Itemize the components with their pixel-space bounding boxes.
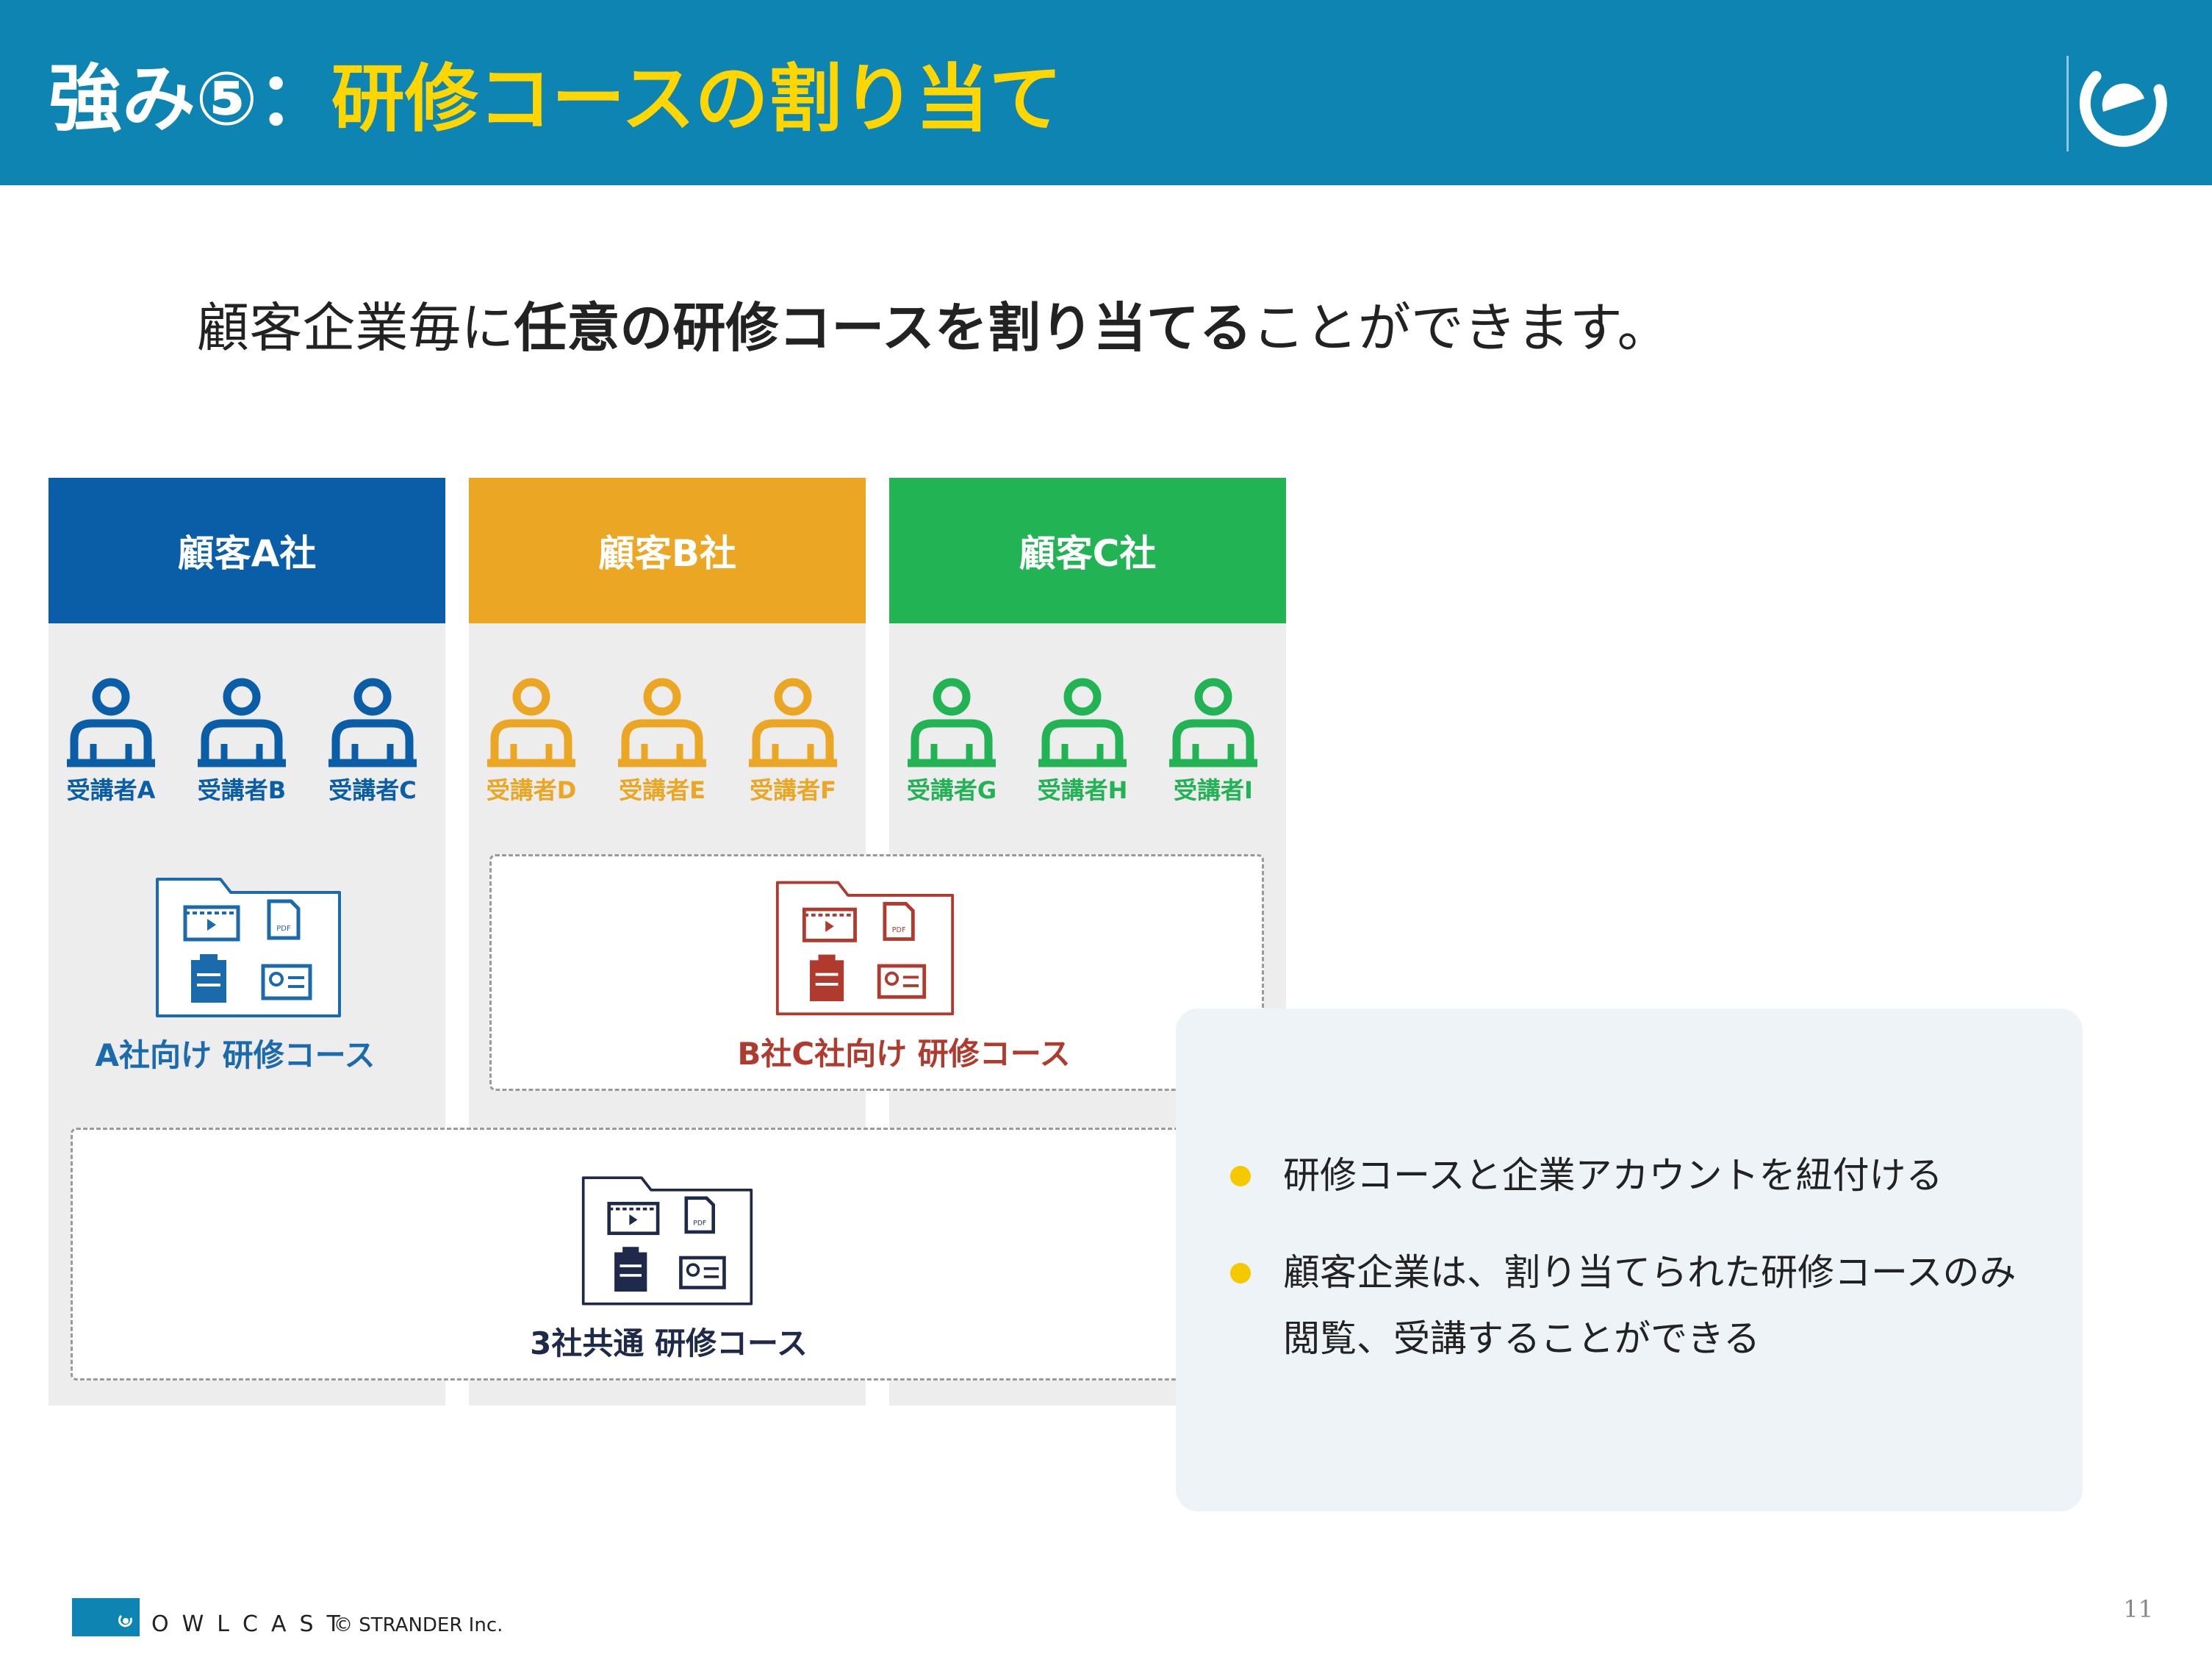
learner-label: 受講者F — [750, 776, 836, 804]
learner-label: 受講者A — [66, 776, 156, 804]
company-header-c: 顧客C社 — [889, 478, 1286, 623]
bullet-dot — [1230, 1263, 1251, 1283]
learner-c: 受講者C — [310, 676, 435, 845]
person-icon — [67, 678, 155, 767]
footer-copyright: © STRANDER Inc. — [334, 1614, 503, 1636]
learner-e: 受講者E — [600, 676, 725, 845]
owl-logo-icon — [2079, 71, 2167, 147]
bullet-dot — [1230, 1166, 1251, 1186]
learner-g: 受講者G — [889, 676, 1014, 845]
subtitle: 顧客企業毎に任意の研修コースを割り当てることができます。 — [0, 291, 1867, 365]
person-icon — [1169, 678, 1257, 767]
course-label-bc: B社C社向け 研修コース — [737, 1036, 1071, 1072]
footer-logo — [72, 1598, 140, 1636]
company-header-b: 顧客B社 — [469, 478, 866, 623]
bullet-text: 顧客企業は、割り当てられた研修コースのみ — [1283, 1251, 2017, 1294]
learner-a: 受講者A — [49, 676, 173, 845]
person-icon — [198, 678, 286, 767]
subtitle-part1: 顧客企業毎に — [196, 297, 514, 359]
course-folder-icon: PDF — [775, 881, 955, 1016]
course-label-all: 3社共通 研修コース — [530, 1325, 808, 1361]
info-panel: 研修コースと企業アカウントを紐付ける 顧客企業は、割り当てられた研修コースのみ … — [1176, 1009, 2083, 1511]
title-prefix: 強み⑤： — [49, 56, 331, 142]
company-header-a: 顧客A社 — [49, 478, 445, 623]
learner-label: 受講者E — [619, 776, 705, 804]
learner-label: 受講者G — [906, 776, 997, 804]
learner-label: 受講者H — [1037, 776, 1128, 804]
learner-label: 受講者B — [197, 776, 287, 804]
person-icon — [1038, 678, 1127, 767]
header-bar: 強み⑤：研修コースの割り当て — [0, 0, 2212, 185]
learner-b: 受講者B — [179, 676, 304, 845]
course-folder-icon: PDF — [581, 1176, 753, 1306]
title-main: 研修コースの割り当て — [331, 56, 1063, 142]
owl-logo-icon — [118, 1614, 132, 1628]
learner-label: 受講者C — [328, 776, 417, 804]
person-icon — [487, 678, 575, 767]
learner-h: 受講者H — [1020, 676, 1145, 845]
bullet-text: 閲覧、受講することができる — [1283, 1317, 1760, 1360]
learner-f: 受講者F — [730, 676, 855, 845]
learner-label: 受講者I — [1174, 776, 1253, 804]
svg-text:PDF: PDF — [276, 925, 291, 933]
footer-brand: OWLCAST — [151, 1611, 353, 1637]
page-title: 強み⑤：研修コースの割り当て — [49, 44, 1063, 154]
course-folder-icon: PDF — [156, 878, 341, 1017]
svg-text:PDF: PDF — [892, 926, 906, 934]
person-icon — [618, 678, 706, 767]
page-number: 11 — [2123, 1595, 2153, 1623]
subtitle-part3: ことができます。 — [1252, 297, 1670, 359]
course-label-a: A社向け 研修コース — [95, 1037, 376, 1073]
person-icon — [328, 678, 417, 767]
learner-d: 受講者D — [469, 676, 594, 845]
learner-label: 受講者D — [486, 776, 577, 804]
subtitle-bold: 任意の研修コースを割り当てる — [514, 297, 1252, 359]
svg-text:PDF: PDF — [693, 1220, 706, 1228]
bullet-text: 研修コースと企業アカウントを紐付ける — [1283, 1154, 1943, 1197]
learner-i: 受講者I — [1151, 676, 1276, 845]
person-icon — [908, 678, 996, 767]
header-divider — [2066, 56, 2069, 151]
person-icon — [749, 678, 837, 767]
